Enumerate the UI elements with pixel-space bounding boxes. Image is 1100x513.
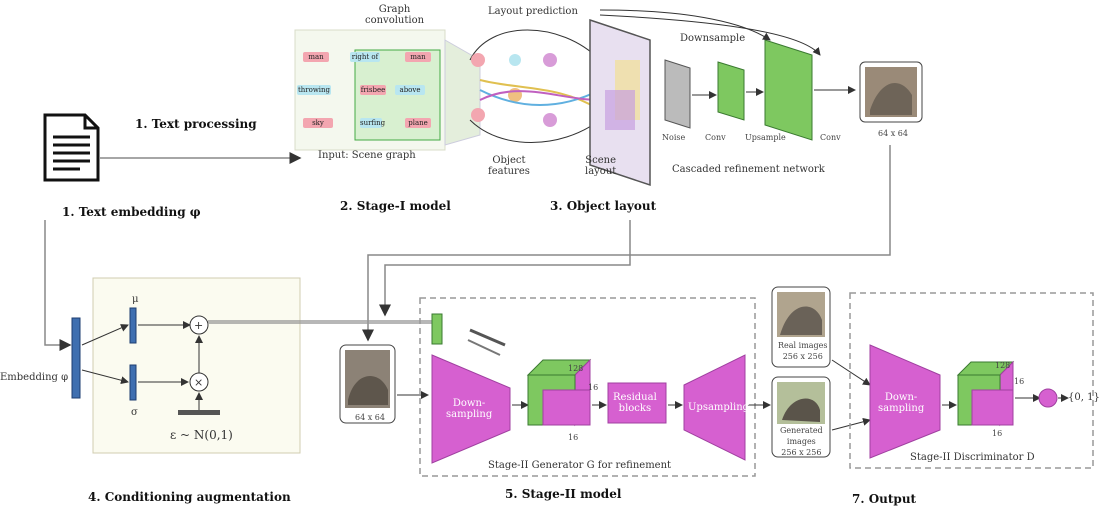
- object-layout-caption: 3. Object layout: [550, 199, 657, 213]
- disc-dim-16b: 16: [992, 429, 1003, 438]
- layout-prediction-label: Layout prediction: [488, 6, 578, 17]
- sigma-bar: [129, 364, 137, 401]
- embedding-bar: [71, 317, 81, 399]
- layout-to-stage2-line: [379, 220, 631, 317]
- output-to-stage2-line: [362, 145, 891, 342]
- upsample-label: Upsample: [745, 133, 786, 142]
- graph-node-above: above: [395, 85, 425, 95]
- downsample-label: Downsample: [680, 33, 746, 44]
- disc-downsampling-label: Down- sampling: [878, 392, 925, 414]
- mu-label: μ: [132, 294, 139, 305]
- input-scene-graph-label: Input: Scene graph: [318, 150, 416, 161]
- graph-node-surfing: surfing: [360, 118, 386, 128]
- stage2-dim-16a: 16: [588, 383, 599, 392]
- stage2-dim-128: 128: [568, 364, 584, 373]
- disc-downsampling-block: [869, 344, 941, 459]
- stage1-caption: 2. Stage-I model: [340, 199, 451, 213]
- sum-node: [189, 315, 209, 335]
- disc-result-label: {0, 1}: [1068, 392, 1100, 403]
- refinement-network-label: Cascaded refinement network: [672, 164, 825, 175]
- generated-image-label: Generated images 256 x 256: [780, 426, 823, 457]
- stage1-output-image: [859, 61, 923, 123]
- real-image-label: Real images 256 x 256: [778, 341, 828, 361]
- graph-node-man: man: [303, 52, 329, 62]
- graph-convolution-label: Graph convolution: [365, 4, 425, 26]
- discriminator-box: [849, 292, 1094, 469]
- c-hat-vector: [431, 313, 443, 345]
- discriminator-label: Stage-II Discriminator D: [910, 452, 1035, 463]
- upsampling-label: Upsampling: [688, 402, 750, 413]
- conv2-label: Conv: [820, 133, 841, 142]
- residual-label: Residual blocks: [613, 392, 657, 414]
- stage2-downsampling-block: [431, 354, 511, 464]
- refinement-network: [599, 9, 856, 141]
- embedding-label: Embedding φ: [0, 372, 69, 383]
- step1-caption: 1. Text processing: [135, 117, 257, 131]
- epsilon-label: ε ~ N(0,1): [170, 428, 233, 442]
- stage2-downsampling-label: Down- sampling: [446, 398, 493, 420]
- conv-label: Conv: [705, 133, 726, 142]
- stage2-dim-16b: 16: [568, 433, 579, 442]
- pen-icon: [467, 328, 506, 356]
- graph-node-man2: man: [405, 52, 431, 62]
- upsampling-block: [683, 354, 746, 461]
- mu-bar: [129, 307, 137, 344]
- output-caption: 7. Output: [852, 492, 917, 506]
- conditioning-caption: 4. Conditioning augmentation: [88, 490, 291, 504]
- graph-node-right-of: right of: [350, 52, 380, 62]
- stage2-feature-cube: [526, 358, 592, 427]
- generated-image: [771, 376, 831, 458]
- real-image: [771, 286, 831, 368]
- disc-dim-128: 128: [995, 361, 1011, 370]
- graph-node-plane: plane: [405, 118, 431, 128]
- stage2-caption: 5. Stage-II model: [505, 487, 622, 501]
- noise-label: Noise: [662, 133, 686, 142]
- residual-block: [607, 382, 667, 424]
- sigma-label: σ: [131, 407, 138, 418]
- stage2-input-size: 64 x 64: [355, 413, 385, 422]
- layout-region: [469, 18, 651, 187]
- svg-text:×: ×: [194, 376, 203, 389]
- graph-node-throwing: throwing: [297, 85, 331, 95]
- stage1-output-size: 64 x 64: [878, 129, 908, 138]
- stage2-input-image: [339, 344, 396, 424]
- svg-text:+: +: [194, 319, 203, 332]
- stage2-inner-label: Stage-II Generator G for refinement: [488, 460, 672, 471]
- doc-to-embedding-line: [44, 220, 72, 351]
- conditioning-box: [92, 277, 301, 454]
- step1b-caption: 1. Text embedding φ: [62, 205, 201, 219]
- scene-layout-label: Scene layout: [585, 155, 617, 177]
- disc-feature-cube: [956, 360, 1015, 427]
- disc-dim-16a: 16: [1014, 377, 1025, 386]
- graph-node-frisbee: frisbee: [360, 85, 386, 95]
- graph-node-sky: sky: [303, 118, 333, 128]
- stage2-box: [419, 297, 756, 477]
- disc-output-node: [1038, 388, 1058, 408]
- object-features-label: Object features: [488, 155, 530, 177]
- document-icon: [43, 113, 100, 182]
- epsilon-bar: [178, 410, 220, 415]
